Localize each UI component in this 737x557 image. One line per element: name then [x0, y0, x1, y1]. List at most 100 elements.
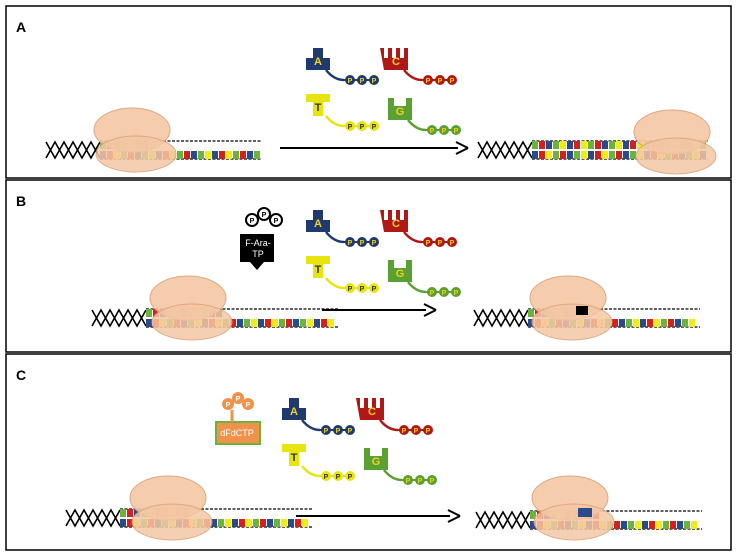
- phosphate-label: P: [348, 240, 353, 247]
- base-bottom: [237, 319, 243, 327]
- phosphate-label: P: [360, 286, 365, 293]
- base-bottom: [661, 319, 667, 327]
- helix-strand-top: [65, 508, 121, 528]
- inhibitor-b-label-2: TP: [252, 249, 264, 259]
- base-bottom: [682, 319, 688, 327]
- phosphate: [415, 475, 425, 485]
- phosphate: [321, 425, 331, 435]
- inhibitor-phosphate: [269, 213, 283, 227]
- base-top: [616, 141, 622, 149]
- polymerase-bottom-lobe: [635, 137, 717, 175]
- polymerase-bottom-lobe: [151, 303, 233, 341]
- base-top: [539, 141, 545, 149]
- base-top: [532, 141, 538, 149]
- phosphate: [369, 283, 379, 293]
- base-bottom: [230, 319, 236, 327]
- phosphate-label: P: [348, 78, 353, 85]
- base-bottom: [295, 519, 301, 527]
- inhibitor-c-label: dFdCTP: [220, 428, 254, 438]
- phosphate-label: P: [348, 474, 353, 481]
- base-bottom: [612, 319, 618, 327]
- inhibitor-phosphate-label: P: [236, 396, 241, 403]
- base-top: [630, 141, 636, 149]
- base-bottom: [663, 521, 669, 529]
- base-shape: [306, 94, 330, 116]
- phosphate-label: P: [442, 128, 447, 135]
- phosphate-label: P: [372, 286, 377, 293]
- f-ara-tp-molecule: PPP: [240, 207, 283, 270]
- base-bottom: [684, 521, 690, 529]
- phosphate-label: P: [372, 124, 377, 131]
- base-bottom: [205, 151, 211, 159]
- base-letter: T: [315, 264, 322, 276]
- polymerase-enzyme: [149, 275, 233, 341]
- phosphate: [357, 283, 367, 293]
- base-bottom: [288, 519, 294, 527]
- phosphate: [369, 237, 379, 247]
- phosphate: [345, 237, 355, 247]
- base-bottom: [219, 151, 225, 159]
- base-top: [146, 309, 152, 317]
- base-shape: [306, 256, 330, 278]
- phosphate-label: P: [418, 478, 423, 485]
- phosphate: [447, 75, 457, 85]
- base-bottom: [675, 319, 681, 327]
- base-top: [127, 509, 133, 517]
- base-bottom: [633, 319, 639, 327]
- phosphate-label: P: [426, 428, 431, 435]
- base-bottom: [560, 151, 566, 159]
- base-bottom: [260, 519, 266, 527]
- polymerase-bottom-lobe: [131, 503, 213, 541]
- phosphate-label: P: [336, 428, 341, 435]
- base-bottom: [626, 319, 632, 327]
- phosphate: [423, 237, 433, 247]
- phosphate: [321, 471, 331, 481]
- base-bottom: [574, 151, 580, 159]
- base-bottom: [314, 319, 320, 327]
- base-top: [153, 309, 159, 317]
- base-bottom: [528, 319, 534, 327]
- phosphate-label: P: [442, 290, 447, 297]
- base-bottom: [619, 319, 625, 327]
- base-bottom: [218, 519, 224, 527]
- polymerase-bottom-lobe: [95, 135, 177, 173]
- phosphate: [333, 425, 343, 435]
- base-bottom: [642, 521, 648, 529]
- phosphate-label: P: [324, 428, 329, 435]
- base-shape: [380, 48, 408, 70]
- base-bottom: [668, 319, 674, 327]
- phosphate-label: P: [430, 290, 435, 297]
- base-bottom: [247, 151, 253, 159]
- base-bottom: [307, 319, 313, 327]
- inhibitor-phosphate: [257, 207, 271, 221]
- polymerase-bottom-lobe: [533, 503, 615, 541]
- base-letter: C: [392, 56, 400, 68]
- base-bottom: [602, 151, 608, 159]
- base-bottom: [546, 151, 552, 159]
- panel-b-label: B: [16, 193, 26, 209]
- base-bottom: [640, 319, 646, 327]
- base-bottom: [567, 151, 573, 159]
- phosphate: [345, 471, 355, 481]
- base-bottom: [225, 519, 231, 527]
- base-bottom: [609, 151, 615, 159]
- phosphate-label: P: [414, 428, 419, 435]
- base-letter: A: [314, 56, 322, 68]
- base-bottom: [286, 319, 292, 327]
- polymerase-enzyme: [531, 475, 615, 541]
- base-shape: [356, 398, 384, 420]
- base-bottom: [146, 319, 152, 327]
- base-bottom: [244, 319, 250, 327]
- phosphate-label: P: [438, 78, 443, 85]
- phosphate: [345, 121, 355, 131]
- base-bottom: [328, 319, 334, 327]
- phosphate-label: P: [426, 78, 431, 85]
- inhibitor-phosphate-label: P: [246, 402, 251, 409]
- helix-strand-bottom: [91, 308, 147, 328]
- phosphate-label: P: [348, 124, 353, 131]
- base-shape: [306, 210, 330, 232]
- phosphate-label: P: [426, 240, 431, 247]
